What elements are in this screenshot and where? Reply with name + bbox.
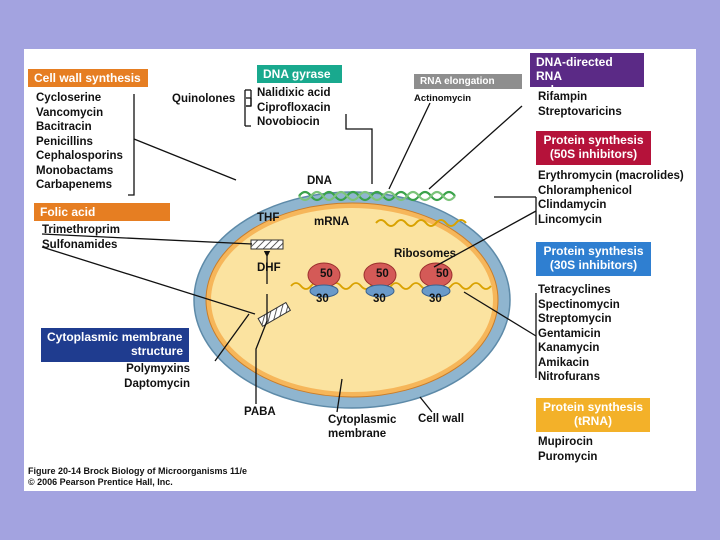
drug-name: Bacitracin — [36, 121, 92, 133]
ribosome-50-label: 50 — [436, 268, 449, 280]
cell-diagram — [41, 89, 537, 413]
caption-line2: © 2006 Pearson Prentice Hall, Inc. — [28, 477, 173, 487]
drug-name: Rifampin — [538, 91, 588, 103]
ribosome-30-label: 30 — [373, 293, 386, 305]
dhf-label: DHF — [257, 262, 281, 274]
protein-30s-title-line2: (30S inhibitors) — [549, 258, 638, 272]
ribosome-30-label: 30 — [429, 293, 442, 305]
cytoplasmic-membrane-title-line2: structure — [130, 344, 183, 358]
mrna-strand — [375, 219, 467, 227]
drug-name: Trimethroprim — [42, 224, 120, 236]
dna-gyrase-header: DNA gyrase — [257, 65, 342, 83]
cytoplasmic-membrane-label: Cytoplasmic membrane — [328, 413, 396, 441]
drug-name: Clindamycin — [538, 199, 607, 211]
dna-strand — [298, 190, 456, 202]
rna-polymerase-list: Rifampin Streptovaricins — [538, 90, 622, 119]
drug-name: Streptomycin — [538, 313, 612, 325]
cytoplasmic-membrane-title-line1: Cytoplasmic membrane — [47, 330, 183, 344]
protein-30s-title-line1: Protein synthesis — [543, 244, 644, 258]
protein-50s-title-line2: (50S inhibitors) — [549, 147, 638, 161]
cytoplasmic-membrane-label-line2: membrane — [328, 428, 387, 440]
protein-30s-list: Tetracyclines Spectinomycin Streptomycin… — [538, 283, 620, 385]
drug-name: Penicillins — [36, 135, 93, 148]
dna-label: DNA — [307, 175, 332, 187]
drug-name: Puromycin — [538, 450, 598, 463]
drug-name: Monobactams — [36, 164, 114, 177]
dna-gyrase-list: Nalidixic acid Ciprofloxacin Novobiocin — [257, 86, 331, 130]
protein-trna-list: Mupirocin Puromycin — [538, 435, 597, 464]
folic-acid-header: Folic acid metabolism — [34, 203, 170, 233]
cytoplasmic-membrane-list: Polymyxins Daptomycin — [124, 362, 190, 391]
ribosome-30-label: 30 — [316, 293, 329, 305]
leader-lines — [41, 90, 537, 413]
drug-name: Nalidixic acid — [257, 87, 331, 99]
thf-block — [250, 239, 284, 250]
actinomycin-label: Actinomycin — [414, 93, 472, 104]
paba-dhf-path — [255, 294, 268, 404]
protein-trna-title-line2: (tRNA) — [574, 414, 612, 428]
ribosome — [307, 262, 341, 298]
drug-name: Nitrofurans — [538, 371, 600, 383]
drug-name: Amikacin — [538, 356, 590, 369]
drug-name: Cephalosporins — [36, 150, 123, 162]
drug-name: Spectinomycin — [538, 298, 620, 311]
folic-acid-list: Trimethroprim Sulfonamides — [42, 223, 120, 252]
drug-name: Tetracyclines — [538, 284, 611, 296]
drug-name: Novobiocin — [257, 116, 320, 128]
protein-50s-list: Erythromycin (macrolides) Chloramphenico… — [538, 169, 684, 227]
ribosome-50-label: 50 — [320, 268, 333, 280]
caption-line1: Figure 20-14 Brock Biology of Microorgan… — [28, 466, 248, 476]
protein-trna-header: Protein synthesis (tRNA) — [536, 398, 650, 432]
thf-label: THF — [257, 212, 280, 224]
drug-name: Kanamycin — [538, 342, 600, 354]
cytoplasmic-membrane-label-line1: Cytoplasmic — [328, 414, 397, 426]
drug-name: Polymyxins — [126, 363, 190, 375]
drug-name: Daptomycin — [124, 377, 190, 390]
rna-polymerase-header: DNA-directed RNA polymerase — [530, 53, 644, 97]
drug-name: Chloramphenicol — [538, 184, 632, 197]
protein-30s-header: Protein synthesis (30S inhibitors) — [536, 242, 651, 276]
drug-name: Lincomycin — [538, 213, 602, 226]
mrna-label: mRNA — [314, 216, 350, 228]
drug-name: Carbapenems — [36, 179, 113, 191]
drug-name: Streptovaricins — [538, 105, 622, 118]
ribosome — [363, 262, 397, 298]
drug-name: Vancomycin — [36, 106, 104, 119]
figure-panel: Cell wall synthesis Cycloserine Vancomyc… — [24, 49, 696, 491]
rna-elongation-header: RNA elongation — [414, 74, 522, 89]
drug-name: Mupirocin — [538, 436, 593, 448]
protein-50s-header: Protein synthesis (50S inhibitors) — [536, 131, 651, 165]
cell-wall-synthesis-header: Cell wall synthesis — [28, 69, 148, 87]
figure-caption: Figure 20-14 Brock Biology of Microorgan… — [28, 466, 247, 488]
ribosome — [419, 262, 453, 298]
cytoplasmic-membrane-header: Cytoplasmic membrane structure — [41, 328, 189, 362]
rna-polymerase-title-line2: polymerase — [536, 83, 603, 97]
rna-polymerase-title-line1: DNA-directed RNA — [536, 55, 613, 83]
cytoplasm — [211, 208, 493, 392]
quinolones-label: Quinolones — [172, 93, 236, 105]
protein-50s-title-line1: Protein synthesis — [543, 133, 644, 147]
drug-name: Erythromycin (macrolides) — [538, 170, 684, 182]
ribosome-50-label: 50 — [376, 268, 389, 280]
drug-name: Cycloserine — [36, 92, 102, 104]
drug-name: Ciprofloxacin — [257, 101, 331, 114]
paba-label: PABA — [244, 406, 276, 418]
ribosomes-label: Ribosomes — [394, 248, 456, 260]
drug-name: Gentamicin — [538, 327, 601, 340]
cell-wall-synthesis-list: Cycloserine Vancomycin Bacitracin Penici… — [36, 91, 123, 193]
protein-trna-title-line1: Protein synthesis — [542, 400, 644, 414]
drug-name: Sulfonamides — [42, 238, 118, 251]
dhf-block — [257, 301, 292, 328]
cell-wall-label: Cell wall — [418, 413, 465, 425]
